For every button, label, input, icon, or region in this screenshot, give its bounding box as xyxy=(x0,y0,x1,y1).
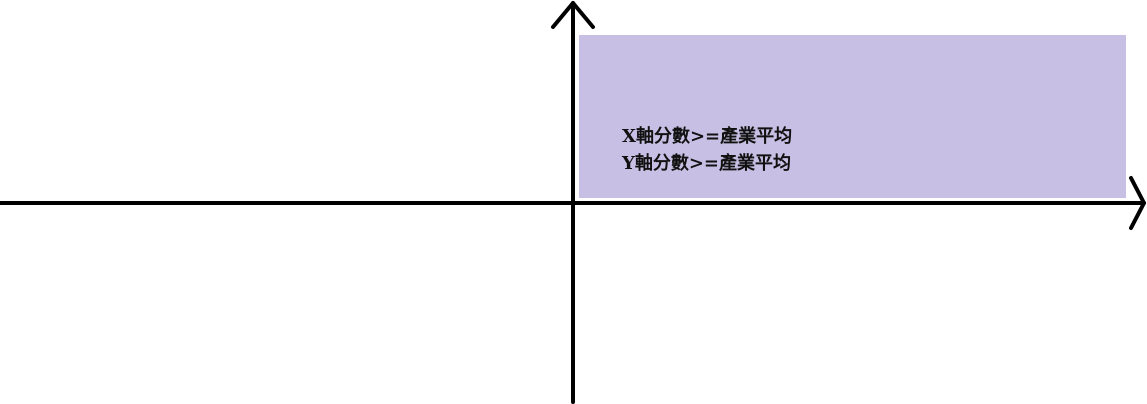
quadrant-region xyxy=(579,35,1126,198)
quadrant-label-y: Y軸分數>=產業平均 xyxy=(621,152,791,174)
y-axis-arrowhead xyxy=(551,1,595,29)
x-axis-arrowhead xyxy=(1129,176,1146,230)
quadrant-label-x: X軸分數>=產業平均 xyxy=(622,125,792,147)
